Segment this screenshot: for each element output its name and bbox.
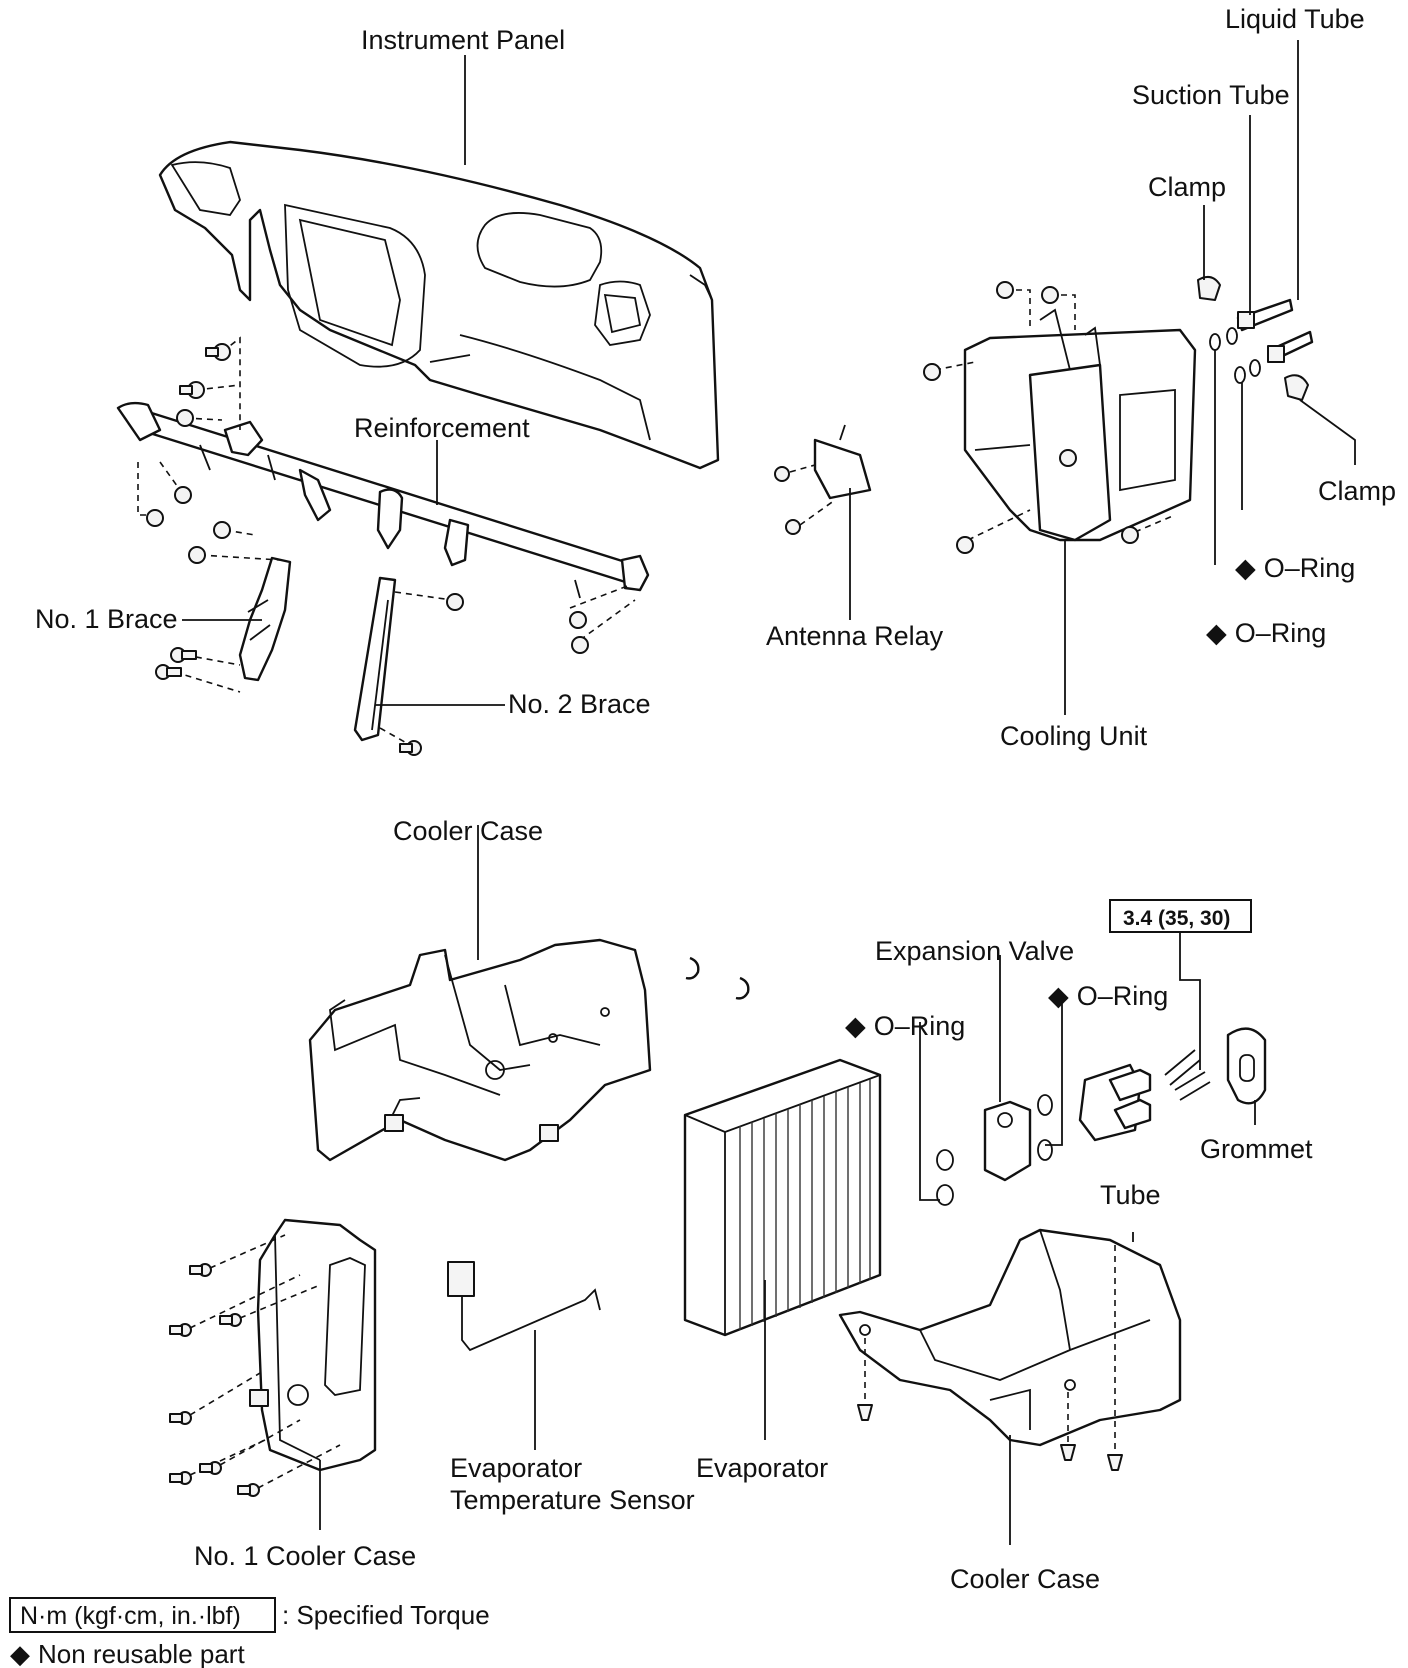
leader-lines <box>182 40 1356 1545</box>
label-tube: Tube <box>1100 1180 1161 1210</box>
no2-brace <box>353 576 397 742</box>
reinforcement <box>116 401 650 599</box>
oring-label-2: ◆O–Ring <box>1206 618 1326 648</box>
label-instrument-panel: Instrument Panel <box>361 25 565 55</box>
diamond-icon: ◆ <box>10 1639 30 1668</box>
expansion-valve-assembly <box>936 1027 1267 1206</box>
no1-cooler-case <box>169 1218 377 1497</box>
label-evap-sensor-line2: Temperature Sensor <box>450 1485 695 1515</box>
diamond-icon: ◆ <box>1206 618 1227 648</box>
oring-label-3: ◆O–Ring <box>845 1011 965 1041</box>
torque-value: 3.4 (35, 30) <box>1123 907 1230 930</box>
label-liquid-tube: Liquid Tube <box>1225 4 1365 34</box>
legend-nonreusable: ◆Non reusable part <box>10 1639 245 1668</box>
label-evaporator: Evaporator <box>696 1453 828 1483</box>
label-grommet: Grommet <box>1200 1134 1313 1164</box>
label-cooler-case-bottom: Cooler Case <box>950 1564 1100 1594</box>
oring-label-4: ◆O–Ring <box>1048 981 1168 1011</box>
cooling-unit <box>923 281 1197 554</box>
legend-torque-box <box>9 1597 276 1633</box>
diamond-icon: ◆ <box>1048 981 1069 1011</box>
label-antenna-relay: Antenna Relay <box>766 621 944 651</box>
clips <box>685 956 750 1000</box>
label-clamp-top: Clamp <box>1148 172 1226 202</box>
label-no1-cooler-case: No. 1 Cooler Case <box>194 1541 416 1571</box>
label-cooling-unit: Cooling Unit <box>1000 721 1148 751</box>
evap-temp-sensor <box>447 1261 601 1352</box>
label-expansion-valve: Expansion Valve <box>875 936 1074 966</box>
callout-labels: Instrument Panel Reinforcement No. 1 Bra… <box>35 4 1396 1594</box>
label-cooler-case-top: Cooler Case <box>393 816 543 846</box>
label-suction-tube: Suction Tube <box>1132 80 1290 110</box>
tube-fittings-top-right <box>1197 275 1314 401</box>
legend: N·m (kgf·cm, in.·lbf) : Specified Torque… <box>9 1597 490 1668</box>
no1-brace <box>238 556 292 682</box>
torque-box <box>1109 899 1252 933</box>
cooler-case-upper <box>308 938 652 1162</box>
label-no1-brace: No. 1 Brace <box>35 604 178 634</box>
legend-torque-unit: N·m (kgf·cm, in.·lbf) <box>20 1602 241 1630</box>
label-evap-sensor-line1: Evaporator <box>450 1453 582 1483</box>
evaporator <box>683 1058 882 1337</box>
instrument-panel <box>158 140 720 470</box>
label-clamp-right: Clamp <box>1318 476 1396 506</box>
diamond-icon: ◆ <box>1235 553 1256 583</box>
fasteners-top-left <box>137 336 636 756</box>
cooler-case-lower <box>838 1228 1182 1471</box>
antenna-relay <box>774 424 872 535</box>
diamond-icon: ◆ <box>845 1011 866 1041</box>
legend-torque-desc: : Specified Torque <box>282 1600 490 1630</box>
oring-label-1: ◆O–Ring <box>1235 553 1355 583</box>
label-reinforcement: Reinforcement <box>354 413 530 443</box>
label-no2-brace: No. 2 Brace <box>508 689 651 719</box>
